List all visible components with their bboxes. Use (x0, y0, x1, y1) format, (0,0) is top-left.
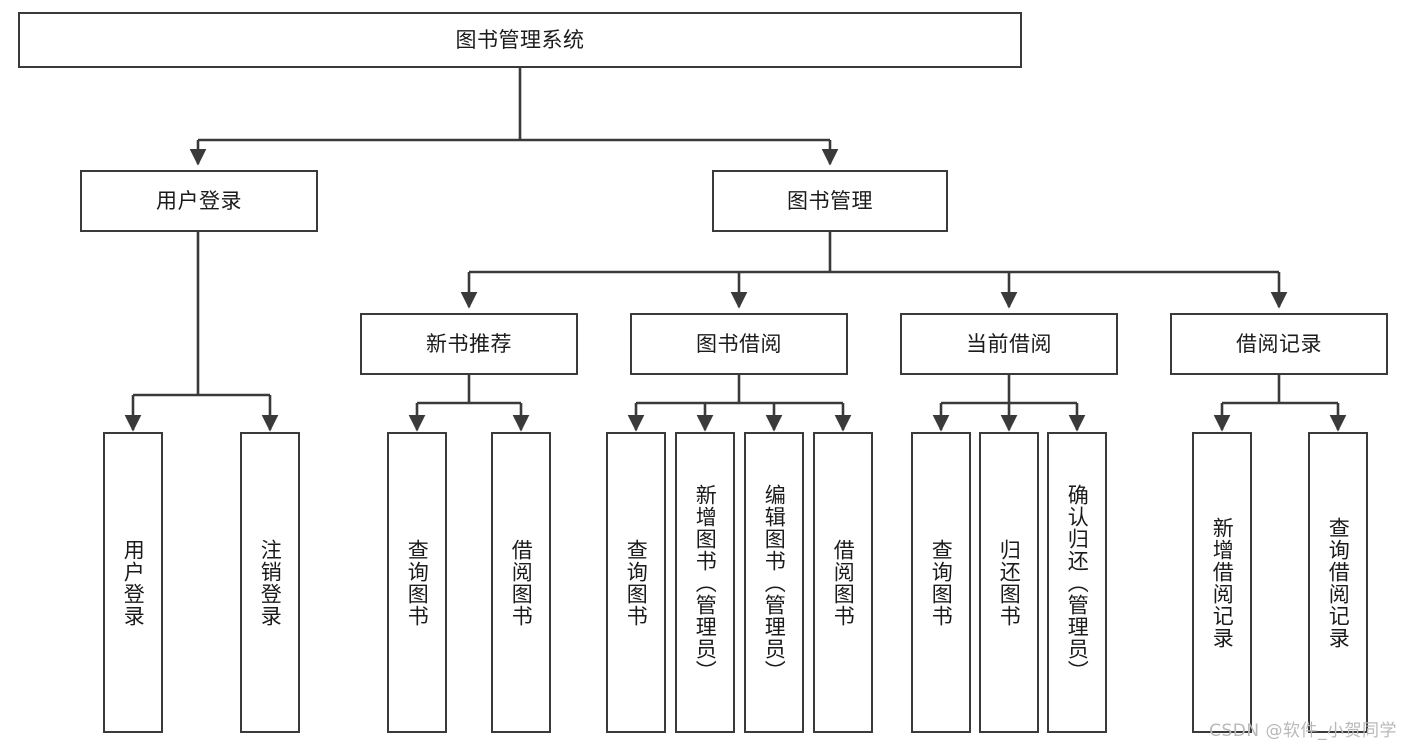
edge-group-new-books (408, 375, 530, 432)
node-root-book-management-system[interactable]: 图书管理系统 (18, 12, 1022, 68)
leaf-borrow-query-book[interactable]: 查询图书 (606, 432, 666, 733)
leaf-new-books-borrow[interactable]: 借阅图书 (491, 432, 551, 733)
leaf-new-books-query[interactable]: 查询图书 (387, 432, 447, 733)
leaf-records-add-record[interactable]: 新增借阅记录 (1192, 432, 1252, 733)
node-user-login[interactable]: 用户登录 (80, 170, 318, 232)
node-borrow-records[interactable]: 借阅记录 (1170, 313, 1388, 375)
edge-group-user-login (124, 232, 279, 432)
leaf-user-login-signout[interactable]: 注销登录 (240, 432, 300, 733)
node-current-borrowing[interactable]: 当前借阅 (900, 313, 1118, 375)
node-label: 图书管理 (787, 188, 873, 213)
node-new-book-recommend[interactable]: 新书推荐 (360, 313, 578, 375)
edge-group-current (932, 375, 1086, 432)
node-label: 图书借阅 (696, 331, 782, 356)
edge-group-borrow (627, 375, 852, 432)
leaf-borrow-edit-book-admin[interactable]: 编辑图书（管理员） (744, 432, 804, 733)
node-label: 新书推荐 (426, 331, 512, 356)
node-label: 借阅图书 (831, 538, 856, 627)
node-label: 归还图书 (997, 538, 1022, 627)
node-label: 新增借阅记录 (1210, 516, 1235, 649)
node-label: 当前借阅 (966, 331, 1052, 356)
node-book-management[interactable]: 图书管理 (712, 170, 948, 232)
node-label: 注销登录 (258, 538, 283, 627)
leaf-current-query-book[interactable]: 查询图书 (911, 432, 971, 733)
node-label: 查询图书 (405, 538, 430, 627)
node-label: 用户登录 (121, 538, 146, 627)
leaf-current-return-book[interactable]: 归还图书 (979, 432, 1039, 733)
node-label: 图书管理系统 (455, 27, 585, 52)
leaf-current-confirm-return-admin[interactable]: 确认归还（管理员） (1047, 432, 1107, 733)
edge-group-records (1213, 375, 1347, 432)
node-book-borrowing[interactable]: 图书借阅 (630, 313, 848, 375)
node-label: 用户登录 (156, 188, 242, 213)
edge-group-book-mgmt (460, 232, 1288, 309)
leaf-user-login-signin[interactable]: 用户登录 (103, 432, 163, 733)
node-label: 借阅记录 (1236, 331, 1322, 356)
node-label: 新增图书（管理员） (693, 483, 718, 682)
node-label: 确认归还（管理员） (1065, 483, 1090, 682)
node-label: 借阅图书 (509, 538, 534, 627)
edge-group-root (189, 68, 839, 166)
leaf-borrow-borrow-book[interactable]: 借阅图书 (813, 432, 873, 733)
node-label: 查询图书 (624, 538, 649, 627)
leaf-records-query-record[interactable]: 查询借阅记录 (1308, 432, 1368, 733)
node-label: 查询借阅记录 (1326, 516, 1351, 649)
node-label: 编辑图书（管理员） (762, 483, 787, 682)
leaf-borrow-add-book-admin[interactable]: 新增图书（管理员） (675, 432, 735, 733)
node-label: 查询图书 (929, 538, 954, 627)
watermark: CSDN @软件_小贺同学 (1209, 721, 1397, 741)
